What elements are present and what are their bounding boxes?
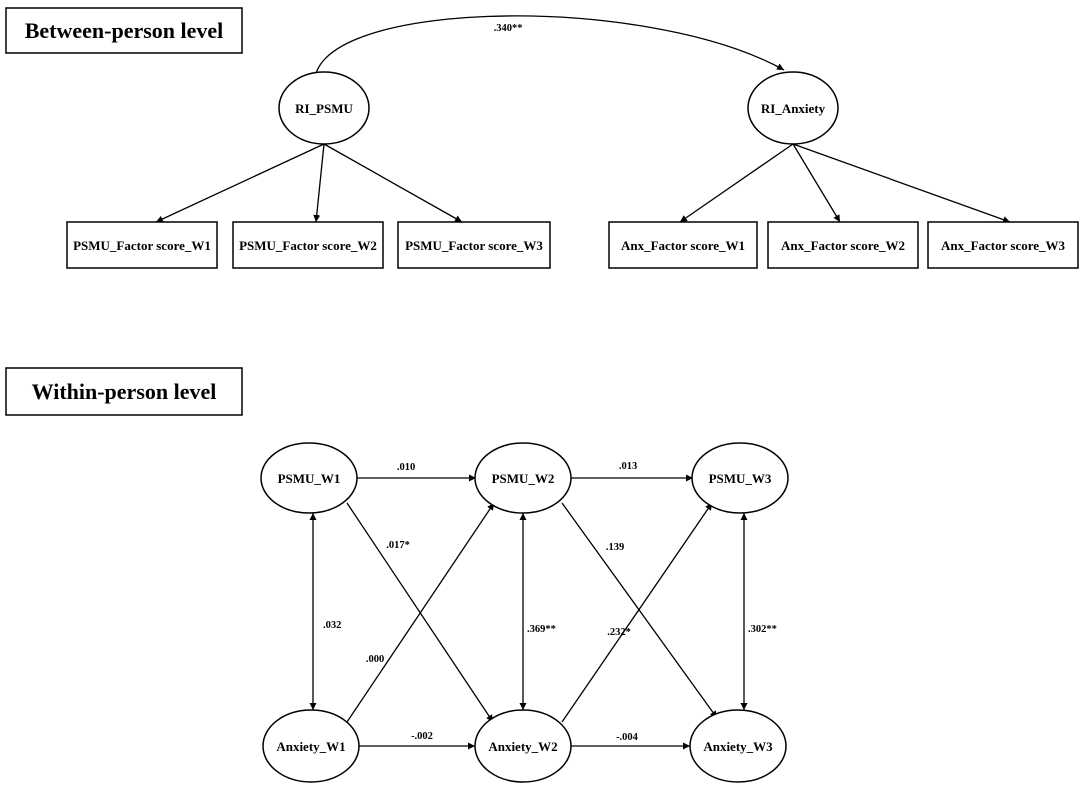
edge-anx-w2-psmu-w3 <box>561 502 713 723</box>
node-psmu-w3: PSMU_W3 <box>691 442 789 514</box>
edge-label-psmu-w1-anx-w2: .017* <box>386 540 410 551</box>
edge-psmu-w2-anx-w3 <box>561 502 718 719</box>
edge-ri-anx-fs-w2 <box>792 143 841 223</box>
node-anx-factor-score-w3: Anx_Factor score_W3 <box>927 221 1079 269</box>
node-ri-anxiety-label: RI_Anxiety <box>761 101 826 116</box>
node-anxiety-w2: Anxiety_W2 <box>474 709 572 783</box>
node-anx-factor-score-w3-label: Anx_Factor score_W3 <box>941 238 1066 253</box>
node-ri-anxiety: RI_Anxiety <box>747 71 839 145</box>
node-ri-psmu: RI_PSMU <box>278 71 370 145</box>
edge-label-cov-w1: .032 <box>323 620 341 631</box>
node-psmu-factor-score-w1: PSMU_Factor score_W1 <box>66 221 218 269</box>
node-anx-factor-score-w2-label: Anx_Factor score_W2 <box>781 238 905 253</box>
edge-ri-psmu-fs-w2 <box>313 143 325 223</box>
edge-ri-covariance <box>310 15 785 93</box>
within-person-title: Within-person level <box>5 367 243 416</box>
edge-ri-anx-fs-w3 <box>792 143 1011 223</box>
node-anx-factor-score-w2: Anx_Factor score_W2 <box>767 221 919 269</box>
between-person-title: Between-person level <box>5 7 243 54</box>
edge-ri-psmu-fs-w3 <box>323 143 463 223</box>
edge-label-psmu-w2-anx-w3: .139 <box>606 542 624 553</box>
node-psmu-w3-label: PSMU_W3 <box>709 471 772 486</box>
node-anxiety-w2-label: Anxiety_W2 <box>488 739 557 754</box>
node-anxiety-w3-label: Anxiety_W3 <box>703 739 773 754</box>
node-psmu-w1-label: PSMU_W1 <box>278 471 341 486</box>
node-anxiety-w3: Anxiety_W3 <box>689 709 787 783</box>
node-psmu-factor-score-w2: PSMU_Factor score_W2 <box>232 221 384 269</box>
within-person-title-text: Within-person level <box>32 379 217 404</box>
edge-label-psmu-w1-w2: .010 <box>397 462 415 473</box>
edge-label-cov-w2: .369** <box>527 624 556 635</box>
node-psmu-w2-label: PSMU_W2 <box>492 471 555 486</box>
edge-label-ri-covariance: .340** <box>494 23 523 34</box>
edge-label-anx-w1-psmu-w2: .000 <box>366 654 384 665</box>
node-psmu-factor-score-w3: PSMU_Factor score_W3 <box>397 221 551 269</box>
between-person-title-text: Between-person level <box>25 18 224 43</box>
node-anx-factor-score-w1-label: Anx_Factor score_W1 <box>621 238 745 253</box>
edge-label-cov-w3: .302** <box>748 624 777 635</box>
node-anx-factor-score-w1: Anx_Factor score_W1 <box>608 221 758 269</box>
edge-ri-psmu-fs-w1 <box>155 143 325 223</box>
node-anxiety-w1: Anxiety_W1 <box>262 709 360 783</box>
node-psmu-factor-score-w2-label: PSMU_Factor score_W2 <box>239 238 377 253</box>
node-psmu-factor-score-w3-label: PSMU_Factor score_W3 <box>405 238 543 253</box>
node-psmu-w1: PSMU_W1 <box>260 442 358 514</box>
edge-label-anx-w2-w3: -.004 <box>616 732 639 743</box>
edge-label-psmu-w2-w3: .013 <box>619 461 637 472</box>
node-ri-psmu-label: RI_PSMU <box>295 101 353 116</box>
edge-label-anx-w2-psmu-w3: .232* <box>607 627 631 638</box>
node-anxiety-w1-label: Anxiety_W1 <box>276 739 345 754</box>
node-psmu-w2: PSMU_W2 <box>474 442 572 514</box>
node-psmu-factor-score-w1-label: PSMU_Factor score_W1 <box>73 238 211 253</box>
edge-label-anx-w1-w2: -.002 <box>411 731 433 742</box>
edge-anx-w1-psmu-w2 <box>346 502 495 723</box>
edge-ri-anx-fs-w1 <box>679 143 794 223</box>
